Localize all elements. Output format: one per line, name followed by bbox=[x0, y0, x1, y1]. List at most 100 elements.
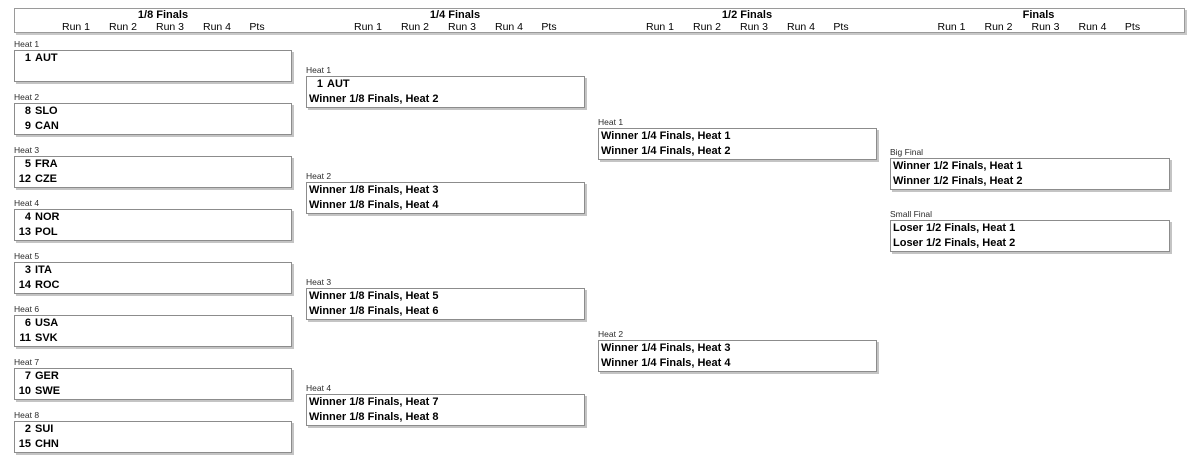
entry-rank: 7 bbox=[24, 370, 31, 382]
run-label-3: Run 3 bbox=[155, 21, 185, 33]
entry-rank: 8 bbox=[24, 105, 31, 117]
run-label-1: Run 1 bbox=[937, 21, 966, 33]
run-label-2: Run 2 bbox=[400, 21, 430, 33]
entry-nation: ROC bbox=[35, 279, 60, 291]
entry-nation: ITA bbox=[35, 264, 52, 276]
heat-entry-row: 6 USA bbox=[15, 316, 291, 331]
heat-entry-row: Winner 1/4 Finals, Heat 1 bbox=[599, 129, 876, 144]
heat-label: Heat 4 bbox=[306, 383, 332, 393]
entry-placeholder: Winner 1/8 Finals, Heat 8 bbox=[309, 411, 439, 423]
heat-entry-row: Winner 1/4 Finals, Heat 2 bbox=[599, 144, 876, 159]
entry-nation: SLO bbox=[35, 105, 58, 117]
entry-placeholder: Winner 1/8 Finals, Heat 4 bbox=[309, 199, 439, 211]
entry-placeholder: Winner 1/4 Finals, Heat 4 bbox=[601, 357, 731, 369]
entry-nation: USA bbox=[35, 317, 59, 329]
run-label-1: Run 1 bbox=[61, 21, 91, 33]
pts-label: Pts bbox=[833, 21, 849, 33]
entry-rank: 12 bbox=[18, 173, 31, 185]
entry-placeholder: Winner 1/8 Finals, Heat 6 bbox=[309, 305, 439, 317]
entry-nation: AUT bbox=[327, 78, 350, 90]
entry-placeholder: Winner 1/8 Finals, Heat 5 bbox=[309, 290, 439, 302]
heat-label: Heat 3 bbox=[14, 145, 40, 155]
heat-entry-row: Winner 1/8 Finals, Heat 6 bbox=[307, 304, 584, 319]
entry-nation: FRA bbox=[35, 158, 58, 170]
heat-entry-row: Winner 1/8 Finals, Heat 7 bbox=[307, 395, 584, 410]
pts-label: Pts bbox=[249, 21, 265, 33]
heat-label: Heat 2 bbox=[306, 171, 332, 181]
run-label-4: Run 4 bbox=[1078, 21, 1107, 33]
heat-label: Heat 2 bbox=[14, 92, 40, 102]
heat-entry-row: 7 GER bbox=[15, 369, 291, 384]
entry-placeholder: Winner 1/8 Finals, Heat 2 bbox=[309, 93, 439, 105]
heat-entry-row: Loser 1/2 Finals, Heat 2 bbox=[891, 236, 1169, 251]
entry-placeholder: Winner 1/2 Finals, Heat 1 bbox=[893, 160, 1023, 172]
entry-nation: GER bbox=[35, 370, 59, 382]
entry-rank: 14 bbox=[18, 279, 31, 291]
entry-nation: CAN bbox=[35, 120, 59, 132]
round-title: 1/2 Finals bbox=[721, 9, 773, 21]
heat-box[interactable]: Winner 1/8 Finals, Heat 3 Winner 1/8 Fina… bbox=[306, 182, 585, 214]
entry-rank: 2 bbox=[24, 423, 31, 435]
heat-entry-row: Winner 1/2 Finals, Heat 1 bbox=[891, 159, 1169, 174]
heat-label: Heat 1 bbox=[598, 117, 624, 127]
heat-entry-row: 13 POL bbox=[15, 225, 291, 240]
heat-entry-row: Winner 1/8 Finals, Heat 5 bbox=[307, 289, 584, 304]
run-label-4: Run 4 bbox=[494, 21, 524, 33]
run-label-2: Run 2 bbox=[108, 21, 138, 33]
heat-entry-row: 14 ROC bbox=[15, 278, 291, 293]
heat-label: Big Final bbox=[890, 147, 924, 157]
run-label-1: Run 1 bbox=[645, 21, 675, 33]
heat-label: Heat 5 bbox=[14, 251, 40, 261]
entry-rank: 4 bbox=[24, 211, 31, 223]
heat-label: Heat 7 bbox=[14, 357, 40, 367]
heat-entry-row: Winner 1/2 Finals, Heat 2 bbox=[891, 174, 1169, 189]
entry-placeholder: Loser 1/2 Finals, Heat 2 bbox=[893, 237, 1016, 249]
entry-rank: 6 bbox=[24, 317, 31, 329]
heat-box[interactable]: Winner 1/2 Finals, Heat 1 Winner 1/2 Fina… bbox=[890, 158, 1170, 190]
run-label-3: Run 3 bbox=[447, 21, 477, 33]
run-label-4: Run 4 bbox=[202, 21, 232, 33]
entry-nation: CHN bbox=[35, 438, 59, 450]
heat-label: Small Final bbox=[890, 209, 933, 219]
heat-entry-row: Winner 1/8 Finals, Heat 2 bbox=[307, 92, 584, 107]
heat-label: Heat 2 bbox=[598, 329, 624, 339]
entry-placeholder: Winner 1/8 Finals, Heat 3 bbox=[309, 184, 439, 196]
heat-entry-row: Loser 1/2 Finals, Heat 1 bbox=[891, 221, 1169, 236]
heat-entry-row: Winner 1/8 Finals, Heat 4 bbox=[307, 198, 584, 213]
entry-rank: 13 bbox=[18, 226, 31, 238]
heat-label: Heat 8 bbox=[14, 410, 40, 420]
entry-nation: POL bbox=[35, 226, 58, 238]
run-label-3: Run 3 bbox=[739, 21, 769, 33]
run-label-2: Run 2 bbox=[692, 21, 722, 33]
entry-rank: 10 bbox=[18, 385, 31, 397]
entry-nation: SUI bbox=[35, 423, 54, 435]
heat-box[interactable]: Winner 1/8 Finals, Heat 5 Winner 1/8 Fina… bbox=[306, 288, 585, 320]
